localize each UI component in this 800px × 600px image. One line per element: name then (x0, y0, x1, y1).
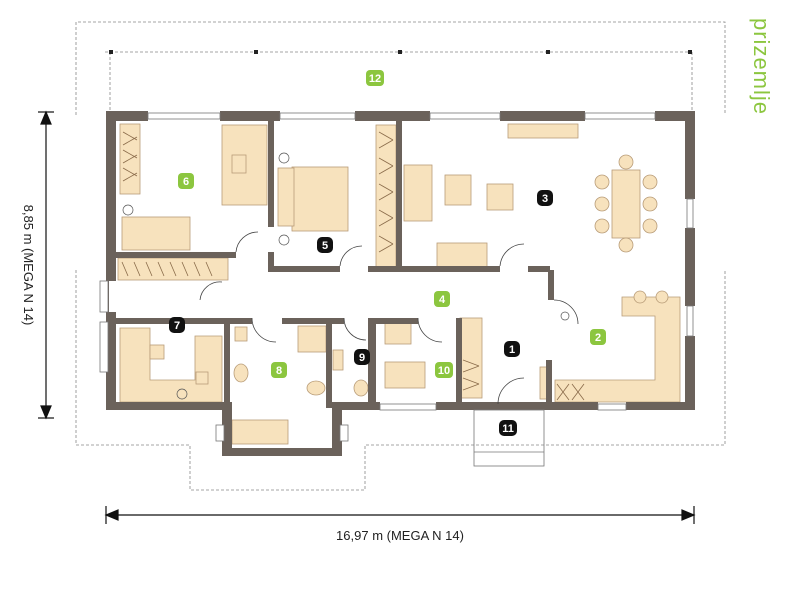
desk-room7 (119, 327, 223, 403)
tv-unit (507, 123, 579, 139)
washer-room10 (384, 361, 426, 389)
hall-closet (459, 317, 483, 399)
sofa-left (403, 164, 433, 222)
shower (297, 325, 327, 353)
svg-text:5: 5 (322, 240, 328, 252)
chair-room7 (149, 344, 165, 360)
dining-chairs (594, 154, 669, 304)
width-dimension-label: 16,97 m (MEGA N 14) (336, 528, 464, 543)
chair2-room7 (195, 371, 209, 385)
dining-table (611, 169, 641, 239)
svg-text:3: 3 (542, 193, 548, 205)
svg-text:2: 2 (595, 332, 601, 344)
entrance-steps (473, 409, 545, 467)
toilet-room8 (306, 380, 326, 396)
terrace-posts (109, 50, 692, 54)
sink-room9 (332, 349, 344, 371)
desk-room10 (384, 321, 412, 345)
bathtub (231, 419, 289, 445)
svg-text:10: 10 (438, 365, 450, 377)
kitchen-counter (554, 296, 681, 403)
coffee-table (444, 174, 472, 206)
svg-text:9: 9 (359, 352, 365, 364)
room-badge-2: 2 (590, 329, 606, 345)
armchair (486, 183, 514, 211)
bed-room6 (121, 216, 191, 251)
plant-icons (122, 152, 570, 400)
room-badge-5: 5 (317, 237, 333, 253)
svg-text:7: 7 (174, 320, 180, 332)
bed-room5 (291, 166, 349, 232)
height-dimension-label: 8,85 m (MEGA N 14) (21, 205, 36, 326)
svg-text:4: 4 (439, 294, 446, 306)
room-badge-11: 11 (499, 420, 517, 436)
room-badge-1: 1 (504, 341, 520, 357)
cabinet-room8 (234, 326, 248, 342)
room-badge-4: 4 (434, 291, 450, 307)
dimension-lines (38, 110, 696, 524)
bed-pillows (277, 167, 295, 227)
chair-room6 (231, 154, 247, 174)
svg-text:8: 8 (276, 365, 282, 377)
room-badge-10: 10 (435, 362, 453, 378)
room-badge-9: 9 (354, 349, 370, 365)
svg-text:6: 6 (183, 176, 189, 188)
windows (99, 112, 694, 442)
floor-title: prizemlje (749, 18, 774, 115)
svg-text:1: 1 (509, 344, 515, 356)
sink-room8 (233, 363, 249, 383)
svg-text:12: 12 (369, 73, 381, 85)
room-badge-3: 3 (537, 190, 553, 206)
walls (106, 111, 695, 456)
room-badge-6: 6 (178, 173, 194, 189)
room-badges: 1 2 3 4 5 6 7 8 (169, 70, 606, 436)
sofa-bottom (436, 242, 488, 270)
room-badge-12: 12 (366, 70, 384, 86)
toilet-room9 (353, 379, 369, 397)
room-badge-7: 7 (169, 317, 185, 333)
door-swings (199, 231, 579, 405)
room-badge-8: 8 (271, 362, 287, 378)
svg-text:11: 11 (502, 423, 514, 435)
closet-hatching (121, 131, 585, 401)
site-outline (75, 21, 726, 491)
